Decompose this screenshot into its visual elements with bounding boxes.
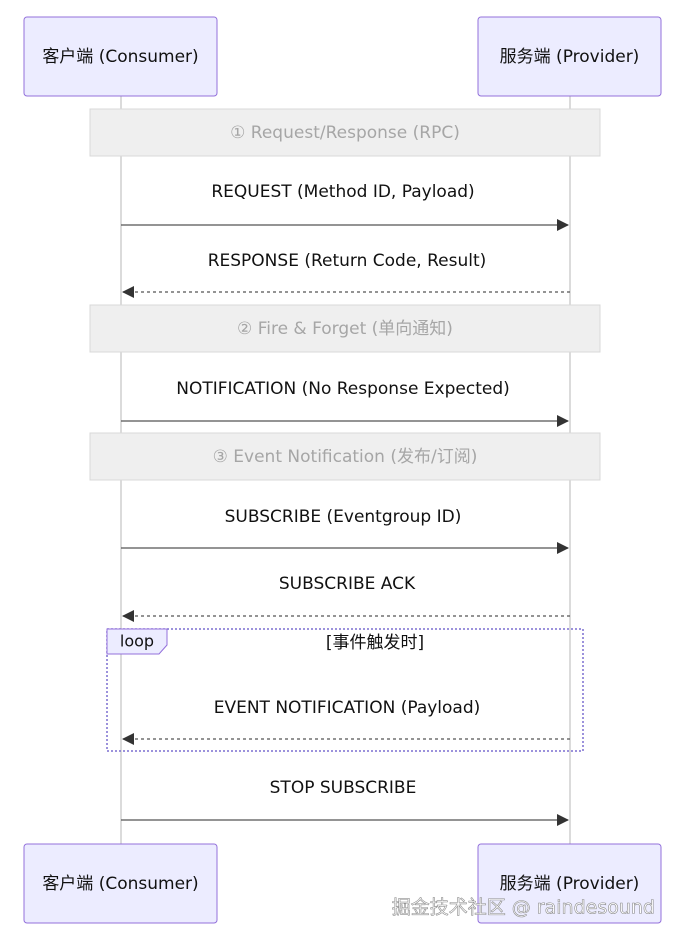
note-fire-forget: ② Fire & Forget (单向通知) (89, 304, 601, 353)
server-actor-top[interactable]: 服务端 (Provider) (477, 16, 662, 97)
loop-condition: [事件触发时] (326, 633, 424, 653)
message-request-label: REQUEST (Method ID, Payload) (211, 182, 474, 202)
loop-tab (106, 628, 168, 655)
note-event: ③ Event Notification (发布/订阅) (89, 432, 601, 481)
note-fire-forget-text: ② Fire & Forget (单向通知) (237, 319, 453, 339)
client-actor-top-label: 客户端 (Consumer) (42, 47, 198, 67)
watermark: 掘金技术社区 @ raindesound (392, 897, 655, 919)
server-actor-bottom[interactable]: 服务端 (Provider) (477, 843, 662, 924)
message-notification-label: NOTIFICATION (No Response Expected) (176, 379, 510, 399)
client-actor-bottom[interactable]: 客户端 (Consumer) (23, 843, 218, 924)
note-rpc-text: ① Request/Response (RPC) (230, 123, 460, 143)
note-rpc: ① Request/Response (RPC) (89, 108, 601, 157)
message-stop-subscribe-label: STOP SUBSCRIBE (270, 778, 417, 798)
note-event-text: ③ Event Notification (发布/订阅) (213, 447, 478, 467)
loop-label: loop (120, 632, 154, 651)
message-response-label: RESPONSE (Return Code, Result) (208, 251, 487, 271)
server-actor-bottom-label: 服务端 (Provider) (500, 874, 640, 894)
message-event-notification-label: EVENT NOTIFICATION (Payload) (214, 698, 481, 718)
server-actor-top-label: 服务端 (Provider) (500, 47, 640, 67)
loop-frame: loop [事件触发时] (106, 628, 584, 752)
message-subscribe-label: SUBSCRIBE (Eventgroup ID) (225, 507, 462, 527)
message-subscribe-ack-label: SUBSCRIBE ACK (279, 574, 416, 594)
client-actor-top[interactable]: 客户端 (Consumer) (23, 16, 218, 97)
client-actor-bottom-label: 客户端 (Consumer) (42, 874, 198, 894)
